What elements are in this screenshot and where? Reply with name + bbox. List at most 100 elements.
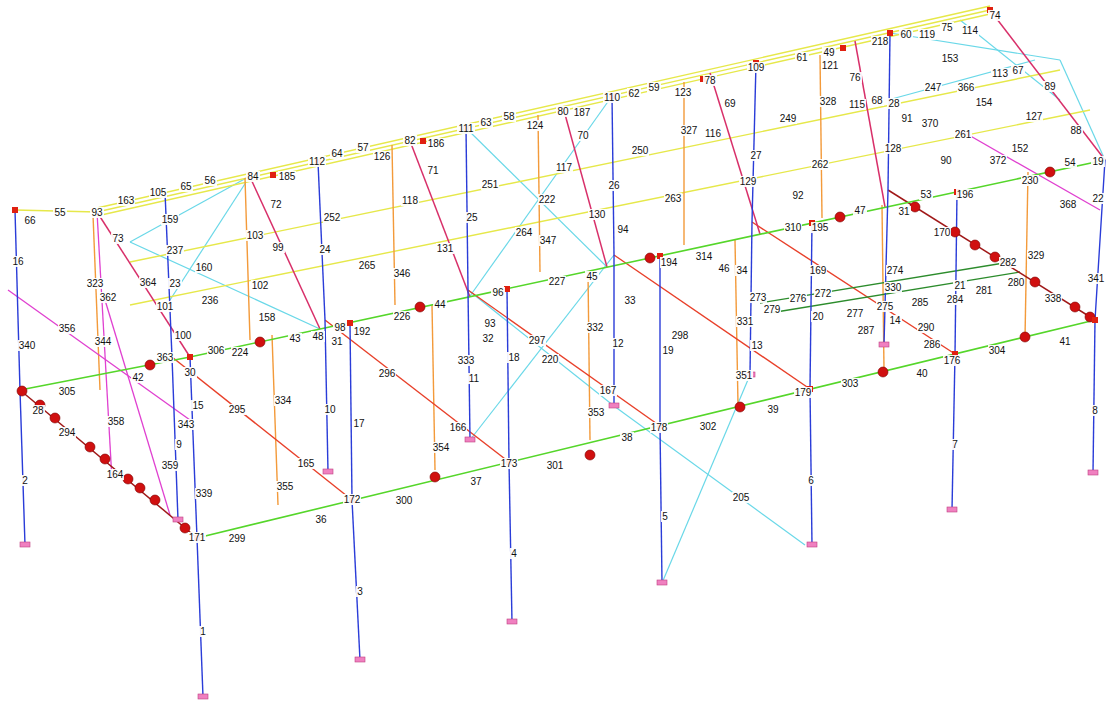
member-number: 33 [623, 295, 636, 306]
member-number: 115 [848, 99, 866, 110]
member-number: 42 [131, 372, 144, 383]
member-number: 76 [848, 72, 861, 83]
member-number: 32 [481, 333, 494, 344]
column-member [1095, 160, 1105, 320]
column-member [888, 33, 890, 190]
member-number: 8 [1091, 405, 1099, 416]
member-number: 303 [841, 378, 860, 389]
member-number: 222 [538, 194, 557, 205]
member-number: 21 [953, 280, 966, 291]
load-marker [1030, 277, 1040, 287]
rafter-member [990, 10, 1105, 160]
member-number: 185 [278, 171, 297, 182]
member-number: 58 [502, 111, 515, 122]
eave-beam [20, 160, 1105, 390]
member-number: 170 [933, 227, 952, 238]
member-number: 124 [526, 120, 545, 131]
member-number: 205 [732, 492, 751, 503]
member-number: 297 [528, 335, 547, 346]
support-symbol [355, 657, 365, 662]
member-number: 130 [588, 209, 607, 220]
member-number: 28 [31, 405, 44, 416]
member-number: 296 [378, 368, 397, 379]
member-number: 346 [393, 268, 412, 279]
member-number: 341 [1087, 273, 1106, 284]
node-marker [420, 138, 426, 144]
member-number: 368 [1059, 199, 1078, 210]
member-number: 276 [789, 293, 808, 304]
floor-beam [172, 357, 352, 500]
member-number: 68 [870, 95, 883, 106]
member-number: 31 [897, 206, 910, 217]
member-number: 7 [951, 439, 959, 450]
member-number: 88 [1069, 125, 1082, 136]
member-number: 370 [921, 118, 940, 129]
member-number: 73 [111, 233, 124, 244]
member-number: 305 [58, 386, 77, 397]
member-number: 218 [871, 36, 890, 47]
member-number: 27 [749, 150, 762, 161]
column-member [810, 223, 812, 389]
member-number: 31 [330, 336, 343, 347]
brace-member [105, 300, 170, 515]
member-number: 103 [246, 230, 265, 241]
member-number: 328 [819, 96, 838, 107]
member-number: 281 [975, 285, 994, 296]
member-number: 9 [175, 439, 183, 450]
member-number: 304 [988, 345, 1007, 356]
rafter-member [855, 41, 885, 207]
bracing-member [470, 96, 612, 296]
member-number: 93 [90, 207, 103, 218]
member-number: 72 [269, 199, 282, 210]
member-number: 2 [21, 475, 29, 486]
member-number: 121 [821, 60, 840, 71]
member-number: 364 [139, 277, 158, 288]
column-member [612, 96, 614, 255]
member-number: 163 [117, 195, 136, 206]
support-symbol [173, 517, 183, 522]
member-number: 90 [939, 155, 952, 166]
rafter-member [410, 141, 470, 297]
member-number: 167 [599, 385, 618, 396]
column-member [952, 354, 955, 510]
member-number: 343 [177, 419, 196, 430]
member-number: 59 [647, 82, 660, 93]
member-number: 302 [699, 421, 718, 432]
column-member [659, 256, 660, 426]
member-number: 306 [207, 345, 226, 356]
hanger-member [272, 335, 278, 505]
member-number: 10 [323, 404, 336, 415]
bracing-member [614, 406, 805, 545]
load-marker [878, 367, 888, 377]
member-number: 37 [469, 476, 482, 487]
member-number: 247 [924, 82, 943, 93]
member-number: 154 [975, 97, 994, 108]
member-number: 169 [809, 265, 828, 276]
member-number: 323 [86, 278, 105, 289]
member-number: 1 [199, 626, 207, 637]
node-marker [840, 45, 846, 51]
member-number: 280 [1007, 277, 1026, 288]
load-marker [585, 450, 595, 460]
member-number: 363 [156, 352, 175, 363]
member-number: 44 [433, 299, 446, 310]
member-number: 171 [188, 532, 207, 543]
member-number: 237 [166, 245, 185, 256]
member-number: 287 [857, 325, 876, 336]
member-number: 127 [1025, 111, 1044, 122]
member-number: 20 [811, 311, 824, 322]
load-marker [135, 483, 145, 493]
member-number: 24 [318, 244, 331, 255]
node-marker [187, 354, 193, 360]
member-number: 100 [174, 330, 193, 341]
member-number: 75 [940, 22, 953, 33]
member-number: 18 [507, 352, 520, 363]
member-number: 272 [814, 288, 833, 299]
bracing-member [468, 290, 614, 406]
column-member [660, 426, 662, 583]
member-number: 63 [479, 117, 492, 128]
load-marker [145, 360, 155, 370]
load-marker [970, 240, 980, 250]
load-marker [100, 454, 110, 464]
